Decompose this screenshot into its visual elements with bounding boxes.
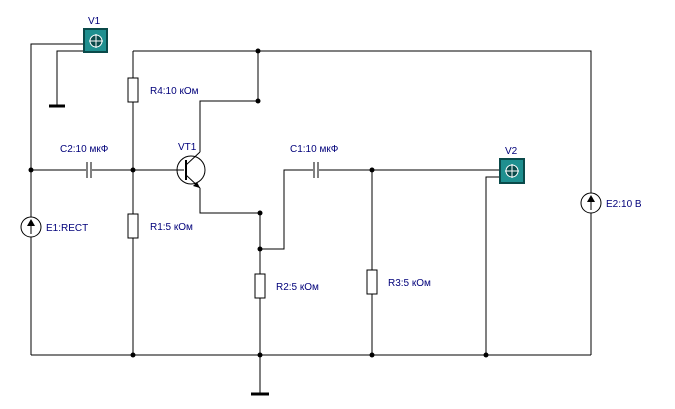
junction-dot bbox=[257, 210, 263, 216]
junction-dot bbox=[255, 98, 261, 104]
probe-v2[interactable] bbox=[499, 158, 525, 184]
wires bbox=[30, 43, 592, 393]
junction-dot bbox=[130, 167, 136, 173]
capacitor-c2[interactable] bbox=[86, 161, 92, 179]
label-r4: R4:10 кОм bbox=[150, 86, 199, 97]
junction-dot bbox=[130, 352, 136, 358]
resistor-r1[interactable] bbox=[127, 213, 139, 239]
probe-v1-label: V1 bbox=[88, 16, 101, 27]
wire-v1-ground bbox=[56, 50, 86, 105]
junction-dots bbox=[28, 48, 489, 358]
label-r2: R2:5 кОм bbox=[276, 282, 319, 293]
label-e2: E2:10 В bbox=[606, 199, 642, 210]
label-r3: R3:5 кОм bbox=[388, 278, 431, 289]
wire-emitter bbox=[199, 188, 261, 355]
resistor-r4[interactable] bbox=[127, 77, 139, 103]
label-vt1: VT1 bbox=[178, 142, 197, 153]
junction-dot bbox=[257, 352, 263, 358]
resistor-r2[interactable] bbox=[254, 273, 266, 299]
junction-dot bbox=[369, 352, 375, 358]
junction-dot bbox=[255, 48, 261, 54]
transistor-vt1[interactable] bbox=[176, 151, 206, 189]
source-e2[interactable] bbox=[580, 192, 602, 214]
wire-collector bbox=[199, 51, 259, 152]
probe-v1[interactable] bbox=[83, 28, 108, 53]
junction-dot bbox=[483, 352, 489, 358]
probe-v2-label: V2 bbox=[505, 146, 518, 157]
label-e1: E1:RECT bbox=[46, 223, 88, 234]
wire-top-rail bbox=[133, 50, 592, 355]
junction-dot bbox=[257, 246, 263, 252]
junction-dot bbox=[28, 167, 34, 173]
wire-v2-ground bbox=[485, 176, 499, 355]
junction-dot bbox=[369, 167, 375, 173]
wire-v1-lead bbox=[30, 43, 83, 170]
capacitor-c1[interactable] bbox=[313, 161, 319, 179]
wire-emitter-to-c1 bbox=[260, 169, 313, 250]
source-e1[interactable] bbox=[20, 216, 42, 238]
label-r1: R1:5 кОм bbox=[150, 222, 193, 233]
label-c1: C1:10 мкФ bbox=[290, 144, 339, 155]
label-c2: C2:10 мкФ bbox=[60, 144, 109, 155]
resistor-r3[interactable] bbox=[366, 269, 378, 295]
